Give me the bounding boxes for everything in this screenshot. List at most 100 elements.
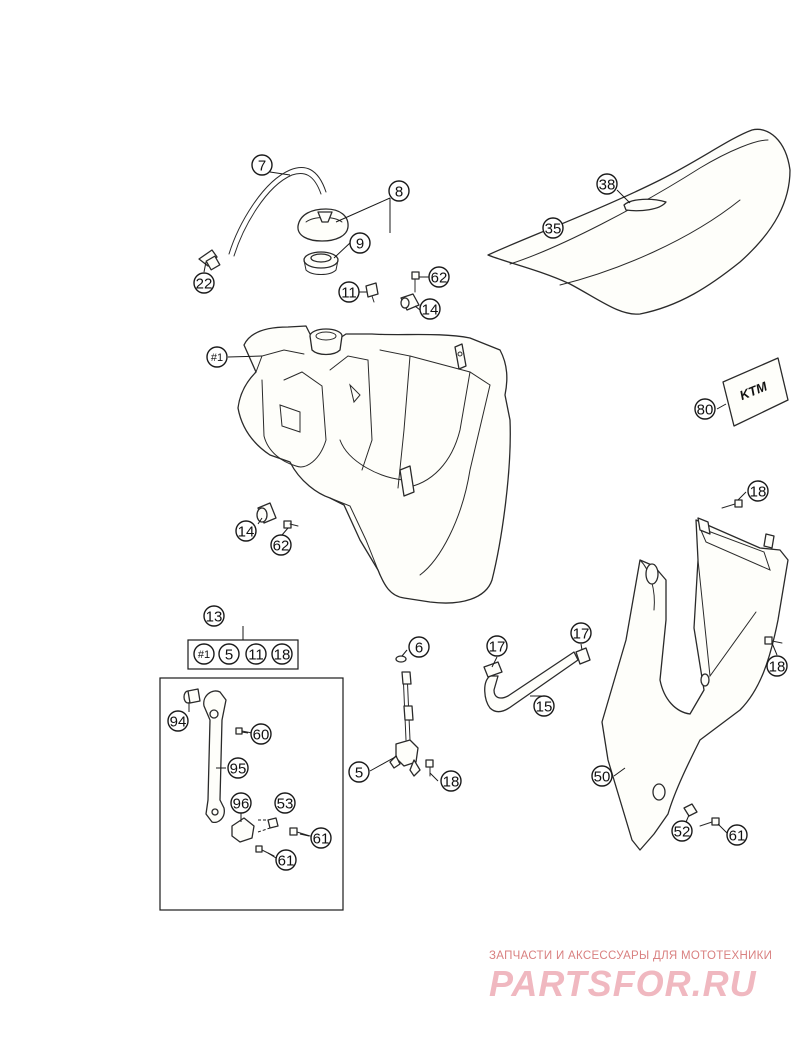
svg-text:5: 5 [225,647,233,664]
callout-60: 60 [250,723,272,745]
callout-9: 9 [349,232,371,254]
svg-text:15: 15 [536,699,553,716]
svg-text:14: 14 [238,524,255,541]
callout-61-bracket-a: 61 [310,827,332,849]
svg-text:13: 13 [206,609,223,626]
hose-clamp-b [575,647,591,665]
fuel-cap [297,208,349,242]
callout-38: 38 [596,173,618,195]
callout-14-bottom: 14 [235,520,257,542]
callout-61-bracket-b: 61 [275,849,297,871]
callout-11-top: 11 [338,281,360,303]
svg-text:6: 6 [415,640,423,657]
ktm-decal: KTM [722,357,789,427]
callout-18-tap: 18 [440,770,462,792]
screw-62-bottom [283,520,299,529]
kit-item-tank: #1 [193,643,215,665]
svg-text:7: 7 [258,158,266,175]
callout-50: 50 [591,765,613,787]
svg-text:60: 60 [253,727,270,744]
svg-text:61: 61 [278,853,295,870]
svg-text:61: 61 [313,831,330,848]
rubber-bushing-bottom [256,502,277,524]
mounting-bracket [203,690,227,824]
o-ring [395,655,407,663]
callout-17-right: 17 [570,622,592,644]
callout-96: 96 [230,792,252,814]
callout-18-panel-side: 18 [766,655,788,677]
svg-text:35: 35 [545,221,562,238]
svg-text:62: 62 [431,270,448,287]
screw-60 [235,727,253,735]
callout-17-left: 17 [486,635,508,657]
kit-item-5: 5 [218,643,240,665]
cap-seal [303,251,339,275]
nut-52 [683,803,698,817]
svg-text:11: 11 [341,285,357,302]
svg-text:#1: #1 [198,649,210,661]
svg-text:62: 62 [273,538,290,555]
callout-22: 22 [193,272,215,294]
screw-61-bracket-a [289,827,311,837]
callout-94: 94 [167,710,189,732]
callout-8: 8 [388,180,410,202]
callout-80: 80 [694,398,716,420]
callout-7: 7 [251,154,273,176]
callout-15: 15 [533,695,555,717]
svg-text:50: 50 [594,769,611,786]
svg-text:96: 96 [233,796,250,813]
callout-5: 5 [348,761,370,783]
callout-52: 52 [671,820,693,842]
svg-text:11: 11 [248,647,264,664]
vent-hose [228,167,327,257]
watermark-logo[interactable]: PARTSFOR.RU [489,963,757,1004]
callout-35: 35 [542,217,564,239]
watermark-subtitle: ЗАПЧАСТИ И АКСЕССУАРЫ ДЛЯ МОТОТЕХНИКИ [489,950,773,962]
svg-text:61: 61 [729,828,746,845]
callout-53: 53 [274,792,296,814]
svg-text:18: 18 [769,659,786,676]
callout-95: 95 [227,757,249,779]
callout-tank: #1 [206,346,228,368]
svg-text:18: 18 [750,484,767,501]
callout-61-panel: 61 [726,824,748,846]
screw-18-panel-side [764,636,783,645]
svg-text:95: 95 [230,761,247,778]
screw-61-panel [699,817,720,827]
svg-text:53: 53 [277,796,294,813]
callout-14-top: 14 [419,298,441,320]
svg-text:5: 5 [355,765,363,782]
seat [487,128,791,315]
fuel-tap [389,671,421,777]
svg-text:17: 17 [573,626,590,643]
kit-item-18: 18 [271,643,293,665]
svg-text:22: 22 [196,276,213,293]
callout-18-panel-top: 18 [747,480,769,502]
clamp-96 [231,817,255,843]
svg-text:52: 52 [674,824,691,841]
svg-text:8: 8 [395,184,403,201]
callout-62-bottom: 62 [270,534,292,556]
bushing-94 [183,688,201,704]
svg-text:17: 17 [489,639,506,656]
svg-text:18: 18 [274,647,291,664]
callout-6: 6 [408,636,430,658]
nut-53 [257,817,279,833]
callout-62-top: 62 [428,266,450,288]
callout-13: 13 [203,605,225,627]
svg-text:9: 9 [356,236,364,253]
screw-62-top [411,271,420,293]
svg-text:#1: #1 [211,352,223,364]
screw-18-tap [425,759,434,777]
svg-text:94: 94 [170,714,187,731]
leader-lines [188,171,778,859]
svg-text:80: 80 [697,402,714,419]
svg-text:14: 14 [422,302,439,319]
svg-text:18: 18 [443,774,460,791]
side-panel [601,517,789,851]
screw-11 [365,282,379,303]
bracket-assembly-frame [159,677,344,911]
screw-18-panel-top [721,499,743,509]
fuel-hose [484,651,579,713]
